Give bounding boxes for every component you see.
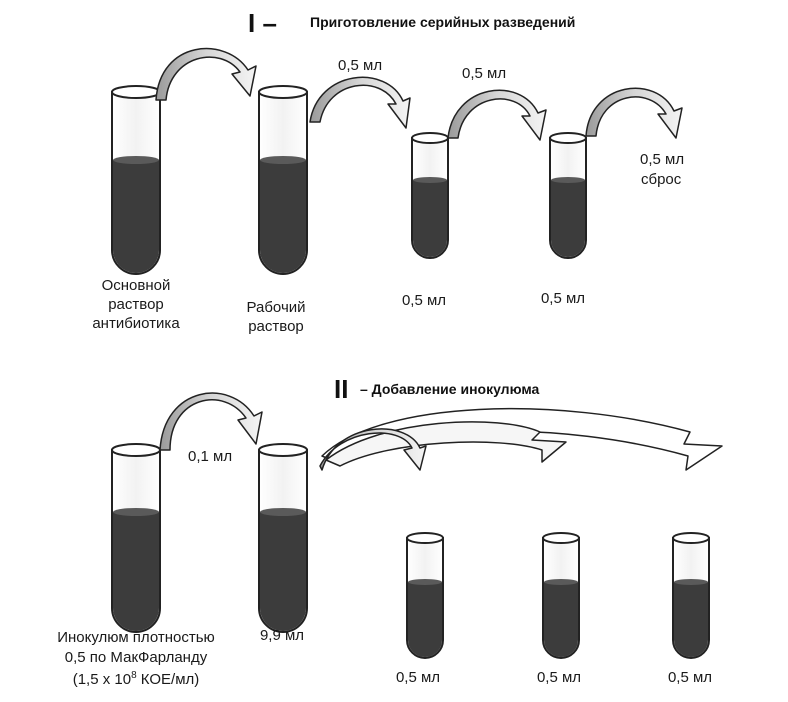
dilution2-volume-label: 0,5 мл [541, 290, 585, 307]
tube-inoculum [111, 443, 161, 633]
working-label-line1: Рабочий [246, 299, 305, 316]
tube-working-solution [258, 85, 308, 275]
tube-well-1 [406, 532, 444, 659]
inoculum-label-line3-suffix: КОЕ/мл) [137, 671, 200, 688]
discard-label: сброс [641, 171, 682, 188]
tube-diluted-inoculum [258, 443, 308, 633]
tube-dilution-2 [549, 132, 587, 259]
arrow-distribute-mid [325, 421, 567, 467]
well3-volume-label: 0,5 мл [668, 669, 712, 686]
arrow-transfer-2 [447, 89, 547, 141]
diluted-inoculum-volume-label: 9,9 мл [260, 627, 304, 644]
section1-header: I – Приготовление серийных разведений [248, 8, 575, 38]
stock-label-line1: Основной [102, 277, 171, 294]
arrow-discard [585, 87, 683, 139]
tube-dilution-1 [411, 132, 449, 259]
inoculum-label-line3-prefix: (1,5 х 10 [73, 671, 131, 688]
arrow-distribute-near [319, 428, 427, 471]
discard-volume-label: 0,5 мл [640, 151, 684, 168]
section2-roman: II [334, 374, 348, 404]
arrow2-volume-label: 0,5 мл [462, 65, 506, 82]
tube-stock-solution [111, 85, 161, 275]
section2-header: II – Добавление инокулюма [334, 374, 540, 404]
arrow-transfer-1 [309, 76, 411, 129]
arrow-inoculum-to-dilution [159, 392, 263, 451]
stock-label-line3: антибиотика [92, 315, 180, 332]
inoculum-label-line2: 0,5 по МакФарланду [65, 649, 208, 666]
arrow-stock-to-working [155, 47, 257, 101]
inoculum-label-line1: Инокулюм плотностью [57, 629, 215, 646]
tube-well-3 [672, 532, 710, 659]
section1-roman: I – [248, 8, 277, 38]
inoculum-label-line3-exponent: 8 [131, 670, 137, 681]
tube-well-2 [542, 532, 580, 659]
stock-label-line2: раствор [108, 296, 164, 313]
section2-title: – Добавление инокулюма [360, 381, 540, 397]
well1-volume-label: 0,5 мл [396, 669, 440, 686]
inoculum-label-line3: (1,5 х 108 КОЕ/мл) [73, 670, 200, 688]
well2-volume-label: 0,5 мл [537, 669, 581, 686]
arrow1-volume-label: 0,5 мл [338, 57, 382, 74]
dilution1-volume-label: 0,5 мл [402, 292, 446, 309]
section1-title: Приготовление серийных разведений [310, 14, 575, 30]
inoculum-transfer-volume-label: 0,1 мл [188, 448, 232, 465]
working-label-line2: раствор [248, 318, 304, 335]
